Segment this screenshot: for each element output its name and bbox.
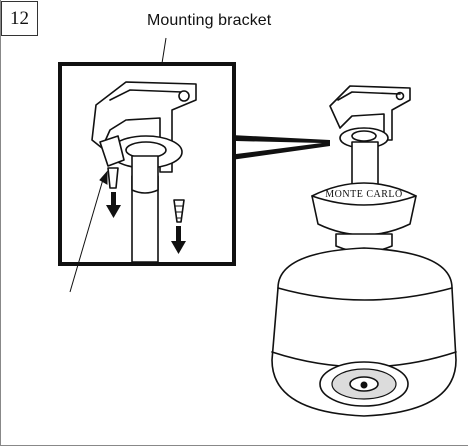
inset-bracket-hole (178, 90, 190, 102)
zoom-connector-inner (236, 141, 322, 154)
step-number-box: 12 (1, 1, 38, 36)
downrod (351, 141, 379, 189)
inset-bracket-edge (109, 89, 183, 101)
inset-detail (91, 81, 197, 263)
inset-downrod-top (131, 155, 159, 194)
mounting-bracket-label: Mounting bracket (147, 12, 272, 29)
fan-assembly: MONTE CARLO (271, 85, 457, 417)
light-kit-screw (360, 381, 368, 389)
inset-left-tab (99, 135, 125, 167)
motor-housing (271, 247, 457, 417)
screw-leader-arrowhead (99, 170, 108, 185)
inset-left-screw (107, 167, 119, 189)
step-number: 12 (10, 7, 29, 29)
down-arrow-icon (171, 226, 186, 254)
screw-leader-line (69, 175, 105, 293)
canopy (311, 182, 417, 236)
ceiling-bracket (329, 85, 411, 141)
down-arrow-icon (106, 192, 121, 218)
canopy-brand-text: MONTE CARLO (325, 189, 402, 200)
